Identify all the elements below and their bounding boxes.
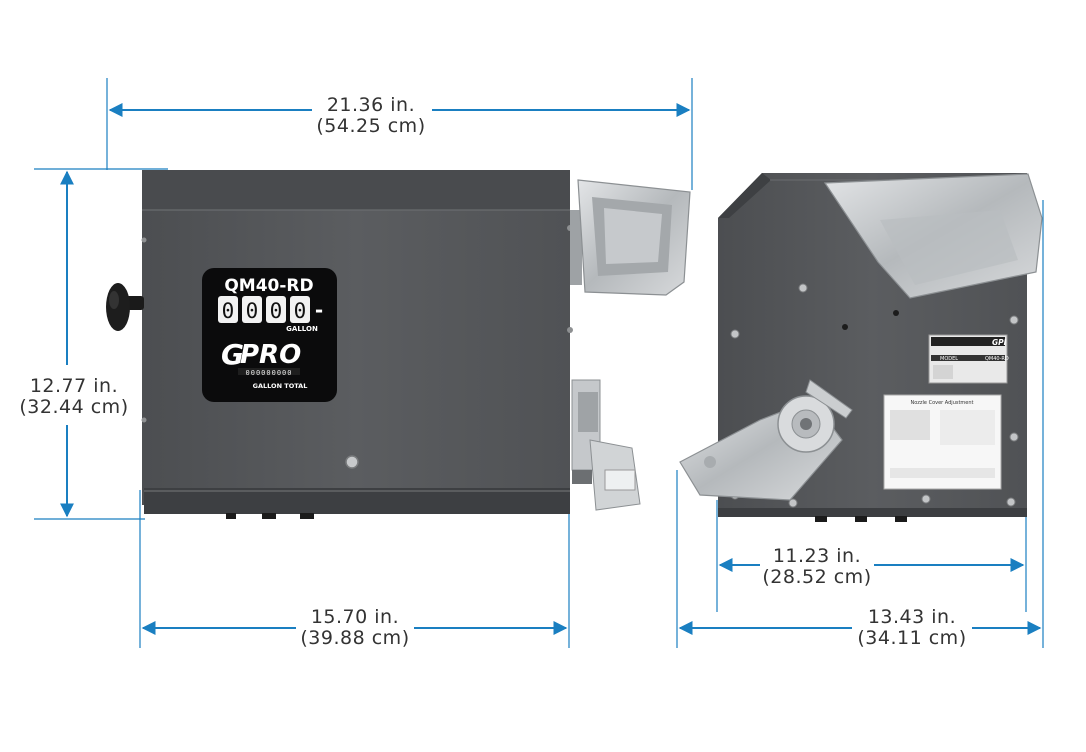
overall-depth-cm: (34.11 cm) — [857, 627, 966, 649]
meter-face: QM40-RD 0 0 0 0 - GALLON G PRO 000000000… — [202, 268, 337, 402]
side-nozzle-cover — [823, 173, 1043, 299]
meter-total-digits: 000000000 — [246, 369, 293, 377]
overall-depth-in: 13.43 in. — [868, 606, 956, 628]
spec-plate-model-label: MODEL — [940, 356, 958, 362]
meter-digit: 0 — [222, 299, 235, 323]
meter-dash: - — [315, 298, 323, 322]
overall-width-cm: (54.25 cm) — [316, 115, 425, 137]
meter-digit-wheels: 0 0 0 0 - — [218, 296, 323, 323]
reset-knob — [106, 283, 144, 331]
gpro-mark: G — [221, 338, 244, 371]
meter-total-label: GALLON TOTAL — [253, 382, 308, 390]
overall-width-in: 21.36 in. — [327, 94, 415, 116]
height-cm: (32.44 cm) — [19, 396, 128, 418]
front-base-tray — [144, 488, 570, 514]
adjustment-label: Nozzle Cover Adjustment — [883, 394, 1002, 490]
side-bracket — [679, 379, 853, 501]
side-depth-cm: (28.52 cm) — [762, 566, 871, 588]
height-in: 12.77 in. — [30, 375, 118, 397]
side-view: GPI MODEL QM40-RD Nozzle Cover Adjustmen… — [679, 173, 1043, 522]
cabinet-width-cm: (39.88 cm) — [300, 627, 409, 649]
adjustment-label-title: Nozzle Cover Adjustment — [910, 400, 973, 406]
dimension-lines — [60, 103, 1042, 635]
meter-digit: 0 — [270, 299, 283, 323]
gpro-wordmark: PRO — [240, 340, 301, 370]
meter-model-label: QM40-RD — [224, 276, 313, 296]
spec-plate-model-value: QM40-RD — [985, 356, 1009, 362]
meter-digit: 0 — [246, 299, 259, 323]
front-screw — [345, 455, 359, 469]
meter-digit: 0 — [294, 299, 307, 323]
cabinet-width-in: 15.70 in. — [311, 606, 399, 628]
front-view: QM40-RD 0 0 0 0 - GALLON G PRO 000000000… — [106, 170, 691, 519]
spec-plate-brand: GPI — [992, 338, 1007, 347]
meter-unit-label: GALLON — [286, 325, 318, 333]
hose-bracket — [571, 379, 641, 511]
extension-lines — [34, 78, 1044, 648]
nozzle-boot — [570, 179, 691, 296]
side-depth-in: 11.23 in. — [773, 545, 861, 567]
gpro-logo: G PRO — [221, 338, 301, 371]
spec-plate: GPI MODEL QM40-RD — [928, 334, 1009, 384]
